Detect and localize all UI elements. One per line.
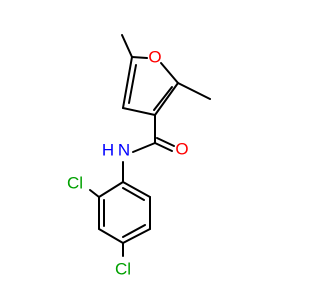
bond-ring-c6-c1 bbox=[122, 181, 151, 198]
bond-carbonyl-oxygen bbox=[154, 142, 173, 152]
atom-hydrogen-amide: H bbox=[102, 140, 114, 159]
bond-c4-c5 bbox=[122, 56, 133, 109]
molecule-diagram: O O N H Cl Cl bbox=[67, 34, 211, 278]
bond-c2-c3 bbox=[154, 82, 179, 116]
bond-ring-c3-c4 bbox=[98, 228, 124, 244]
atom-chlorine-ortho: Cl bbox=[67, 173, 83, 192]
bond-ring-c4-c5 bbox=[122, 228, 151, 244]
bond-ring-chlorine-ortho bbox=[89, 189, 100, 198]
atom-chlorine-para: Cl bbox=[115, 259, 131, 278]
bond-ring-c6-c1-inner bbox=[122, 187, 145, 201]
bond-ring-c1-c2 bbox=[98, 181, 124, 198]
bond-methyl-c5 bbox=[121, 34, 133, 58]
bond-c2-methyl bbox=[177, 82, 211, 100]
bond-c2-c3-inner bbox=[153, 86, 173, 111]
atom-nitrogen-amide: N bbox=[118, 140, 130, 159]
bond-o1-c2 bbox=[160, 62, 179, 84]
bond-ring-c4-c5-inner bbox=[122, 224, 146, 238]
molecule-svg: O O N H Cl Cl bbox=[67, 34, 211, 278]
bond-c3-c4 bbox=[122, 107, 156, 116]
atom-oxygen-carbonyl: O bbox=[175, 139, 188, 158]
atom-oxygen-ring: O bbox=[148, 47, 161, 66]
bond-carbonyl-oxygen-inner bbox=[156, 137, 175, 147]
bond-c4-c5-inner bbox=[128, 64, 137, 104]
bond-c5-o1 bbox=[131, 56, 148, 59]
bond-carbonyl-nitrogen bbox=[132, 142, 156, 153]
